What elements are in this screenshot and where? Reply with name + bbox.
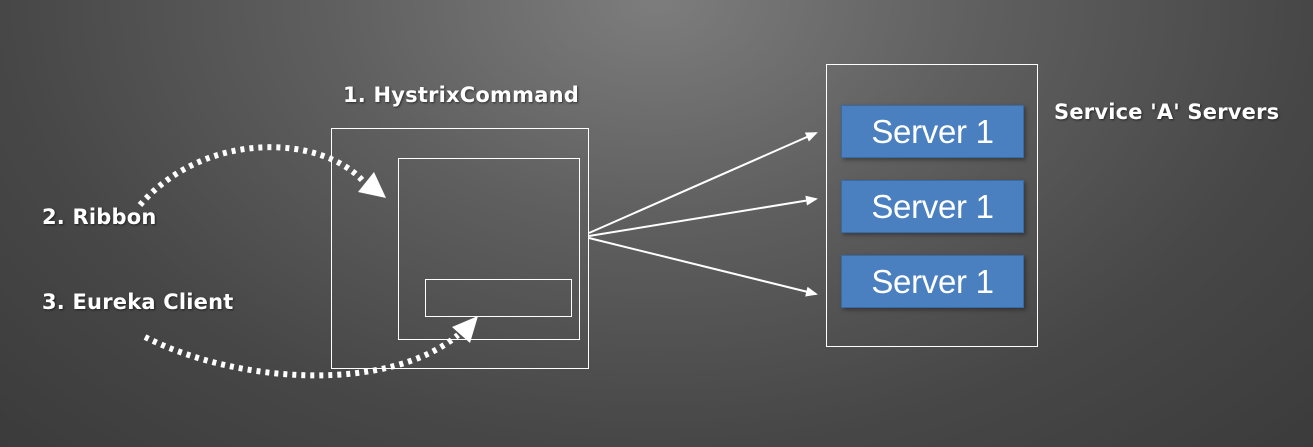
arrow-to-server-2 (588, 195, 818, 237)
arrow-to-server-3 (588, 237, 818, 297)
service-servers-label: Service 'A' Servers (1054, 100, 1280, 124)
arrow-to-server-1 (588, 132, 818, 234)
ribbon-dotted-arrow (137, 144, 365, 207)
eureka-client-slot (425, 279, 572, 317)
servers-panel (826, 64, 1038, 347)
hystrix-command-box (331, 128, 589, 369)
ribbon-inner-box (398, 158, 580, 340)
server-box: Server 1 (841, 180, 1024, 233)
eureka-client-label: 3. Eureka Client (42, 290, 234, 314)
hystrix-command-label: 1. HystrixCommand (343, 83, 579, 107)
ribbon-label: 2. Ribbon (42, 205, 157, 229)
server-box: Server 1 (841, 105, 1024, 158)
server-box: Server 1 (841, 255, 1024, 308)
